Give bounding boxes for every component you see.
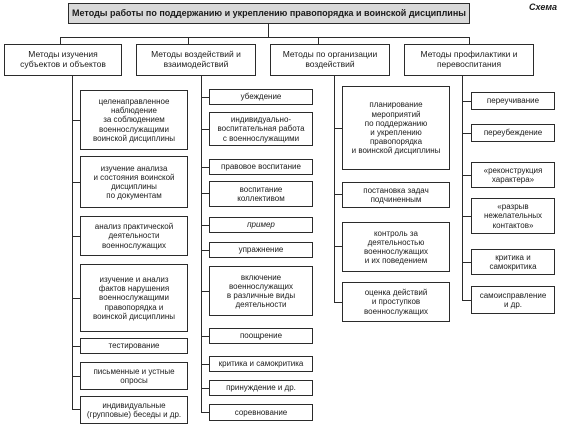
connector	[201, 412, 209, 413]
connector	[462, 101, 471, 102]
connector	[201, 336, 209, 337]
connector	[201, 97, 209, 98]
influence-item-competition: соревнование	[209, 404, 313, 421]
connector	[201, 129, 209, 130]
connector	[334, 128, 342, 129]
organization-item-evaluation: оценка действий и проступков военнослужа…	[342, 282, 450, 322]
organization-item-planning: планирование мероприятий по поддержанию …	[342, 86, 450, 170]
connector	[72, 298, 80, 299]
connector	[462, 76, 463, 301]
connector	[60, 37, 61, 44]
connector	[334, 302, 342, 303]
connector	[462, 262, 471, 263]
connector	[72, 409, 80, 410]
prevention-item-break-contacts: «разрыв нежелательных контактов»	[471, 198, 555, 234]
diagram-title: Методы работы по поддержанию и укреплени…	[68, 3, 470, 24]
connector	[462, 133, 471, 134]
influence-item-persuasion: убеждение	[209, 89, 313, 105]
connector	[469, 37, 470, 44]
connector	[72, 120, 80, 121]
connector	[201, 388, 209, 389]
connector	[201, 76, 202, 412]
connector	[188, 37, 189, 44]
connector	[318, 37, 319, 44]
influence-item-criticism: критика и самокритика	[209, 356, 313, 372]
category-study: Методы изучения субъектов и объектов	[4, 44, 122, 76]
study-item-practice: анализ практической деятельности военнос…	[80, 216, 188, 256]
influence-item-legal-education: правовое воспитание	[209, 159, 313, 175]
influence-item-exercise: упражнение	[209, 242, 313, 258]
connector	[72, 182, 80, 183]
prevention-item-reconviction: переубеждение	[471, 124, 555, 142]
study-item-observation: целенаправленное наблюдение за соблюдени…	[80, 90, 188, 150]
study-item-testing: тестирование	[80, 338, 188, 354]
category-organization: Методы по организации воздействий	[270, 44, 390, 76]
category-prevention: Методы профилактики и перевоспитания	[404, 44, 534, 76]
category-influence: Методы воздействий и взаимодействий	[136, 44, 256, 76]
connector	[201, 225, 209, 226]
connector	[201, 193, 209, 194]
connector	[334, 76, 335, 303]
prevention-item-reconstruction: «реконструкция характера»	[471, 162, 555, 188]
influence-item-individual-work: индивидуально- воспитательная работа с в…	[209, 112, 313, 146]
prevention-item-criticism: критика и самокритика	[471, 249, 555, 275]
connector	[201, 167, 209, 168]
influence-item-example: пример	[209, 217, 313, 233]
influence-item-encouragement: поощрение	[209, 328, 313, 344]
connector	[201, 364, 209, 365]
connector	[334, 194, 342, 195]
connector	[462, 175, 471, 176]
connector	[72, 76, 73, 410]
connector	[462, 216, 471, 217]
organization-item-control: контроль за деятельностью военнослужащих…	[342, 222, 450, 272]
connector	[201, 250, 209, 251]
influence-item-activities: включение военнослужащих в различные вид…	[209, 266, 313, 316]
prevention-item-relearning: переучивание	[471, 92, 555, 110]
prevention-item-self-correction: самоисправление и др.	[471, 286, 555, 314]
connector	[268, 24, 269, 37]
study-item-documents: изучение анализа и состояния воинской ди…	[80, 156, 188, 208]
schema-label: Схема	[529, 2, 557, 12]
connector	[72, 346, 80, 347]
connector	[72, 376, 80, 377]
organization-item-tasks: постановка задач подчиненным	[342, 182, 450, 208]
study-item-talks: индивидуальные (групповые) беседы и др.	[80, 396, 188, 424]
connector	[334, 246, 342, 247]
connector	[60, 37, 470, 38]
influence-item-collective: воспитание коллективом	[209, 181, 313, 207]
influence-item-coercion: принуждение и др.	[209, 380, 313, 396]
study-item-surveys: письменные и устные опросы	[80, 362, 188, 390]
study-item-violations: изучение и анализ фактов нарушения военн…	[80, 264, 188, 332]
connector	[201, 291, 209, 292]
connector	[72, 236, 80, 237]
connector	[462, 300, 471, 301]
